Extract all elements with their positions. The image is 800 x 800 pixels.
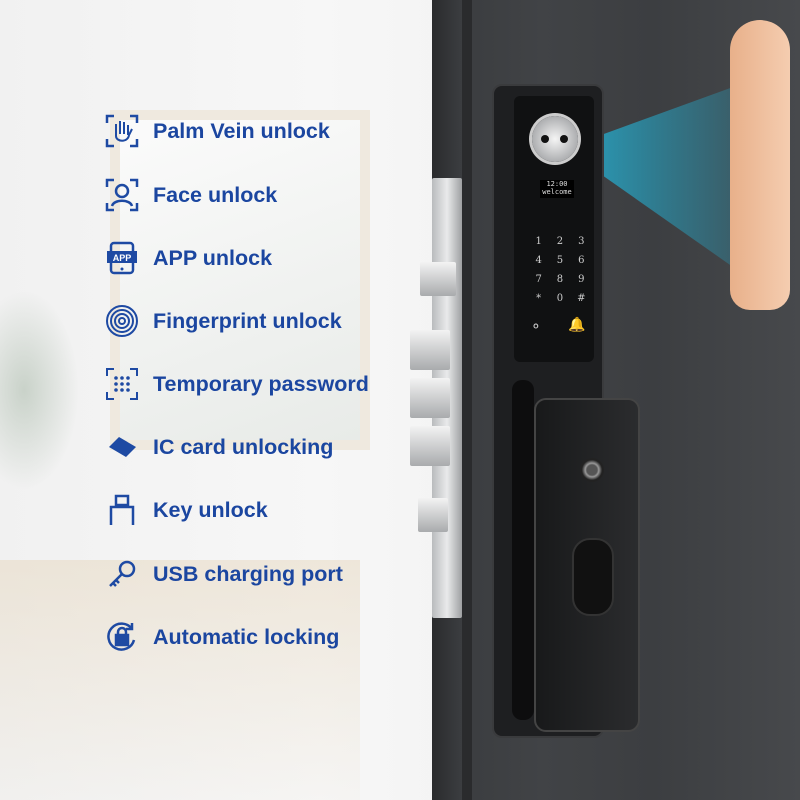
lock-icon[interactable]: ⚬: [530, 318, 542, 334]
feature-ic-card: IC card unlocking: [104, 430, 333, 464]
card-icon: [104, 430, 140, 464]
key[interactable]: 9: [578, 274, 585, 285]
feature-automatic-locking: Automatic locking: [104, 620, 339, 654]
auto-lock-icon: [104, 620, 140, 654]
key[interactable]: 3: [578, 236, 585, 247]
feature-label: Face unlock: [153, 182, 278, 207]
feature-label: Fingerprint unlock: [153, 308, 342, 333]
camera-icon: [532, 116, 578, 162]
background-table: [0, 560, 360, 800]
doorbell-icon[interactable]: 🔔: [568, 316, 586, 332]
display-time: 12:00: [546, 180, 568, 188]
fingerprint-icon: [104, 304, 140, 338]
face-scan-icon: [104, 178, 140, 212]
feature-fingerprint: Fingerprint unlock: [104, 304, 342, 338]
feature-label: Automatic locking: [153, 624, 340, 649]
key[interactable]: 6: [578, 255, 585, 266]
key[interactable]: 5: [556, 255, 564, 266]
feature-label: IC card unlocking: [153, 434, 334, 459]
key[interactable]: 0: [556, 293, 564, 304]
background-window: [110, 110, 370, 450]
hand: [730, 20, 790, 310]
anti-lock-bolt: [418, 498, 448, 532]
keyhole-cover[interactable]: [572, 538, 614, 616]
key-icon: [104, 557, 140, 591]
door-edge: [462, 0, 472, 800]
phone-app-icon: APP: [104, 241, 140, 275]
dead-bolt: [410, 426, 450, 466]
latch-bolt: [420, 262, 456, 296]
key[interactable]: *: [536, 293, 542, 304]
feature-label: USB charging port: [153, 561, 343, 586]
dead-bolt: [410, 378, 450, 418]
dead-bolt: [410, 330, 450, 370]
feature-key: Key unlock: [104, 493, 268, 527]
key[interactable]: 4: [535, 255, 542, 266]
feature-temporary-password: Temporary password: [104, 367, 369, 401]
app-icon-text: APP: [113, 253, 132, 263]
usb-connector-icon: [104, 493, 140, 527]
feature-label: Key unlock: [153, 497, 268, 522]
feature-palm-vein: Palm Vein unlock: [104, 114, 330, 148]
feature-face: Face unlock: [104, 178, 277, 212]
feature-usb-charging: USB charging port: [104, 557, 343, 591]
palm-vein-icon: [104, 114, 140, 148]
key[interactable]: 1: [535, 236, 542, 247]
key[interactable]: 7: [535, 274, 542, 285]
lock-display: 12:00 welcome: [540, 180, 574, 198]
display-welcome: welcome: [542, 188, 572, 196]
feature-label: Temporary password: [153, 371, 369, 396]
fingerprint-sensor[interactable]: [580, 458, 604, 482]
background-plant: [0, 290, 80, 490]
key[interactable]: #: [577, 293, 586, 304]
feature-label: APP unlock: [153, 245, 273, 270]
key[interactable]: 8: [556, 274, 564, 285]
background-room: [0, 110, 370, 800]
keypad-grid-icon: [104, 367, 140, 401]
keypad: 1 2 3 4 5 6 7 8 9 * 0 #: [528, 236, 592, 304]
feature-label: Palm Vein unlock: [153, 118, 330, 143]
handle-slot: [512, 380, 534, 720]
key[interactable]: 2: [556, 236, 564, 247]
feature-app: APP APP unlock: [104, 241, 272, 275]
